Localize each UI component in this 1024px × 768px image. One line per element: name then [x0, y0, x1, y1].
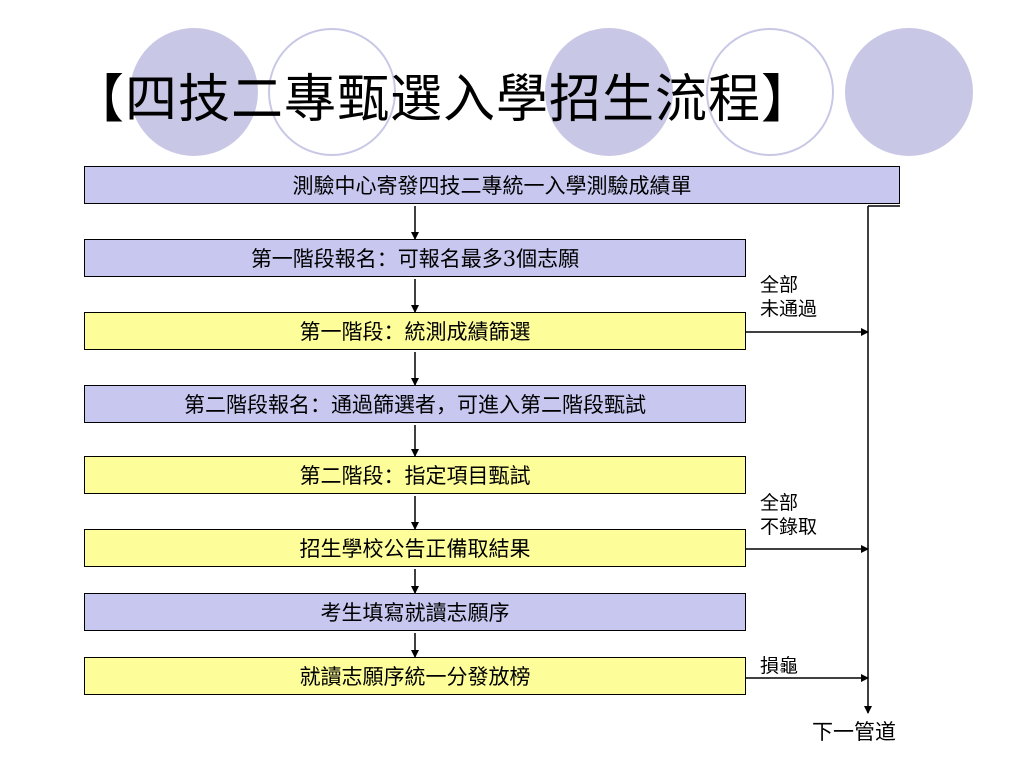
label-not-admitted-line1: 全部 — [760, 492, 799, 514]
decor-circle-5 — [845, 28, 973, 156]
page-title: 【四技二專甄選入學招生流程】 — [72, 70, 815, 130]
step-preference-ordering: 考生填寫就讀志願序 — [84, 593, 746, 631]
step-stage1-registration: 第一階段報名：可報名最多3個志願 — [84, 239, 746, 277]
label-fail-screening-line1: 全部 — [760, 274, 799, 296]
label-not-admitted: 全部 不錄取 — [760, 491, 817, 539]
decor-circle-1 — [130, 28, 258, 156]
label-next-channel: 下一管道 — [812, 720, 896, 744]
step-final-placement: 就讀志願序統一分發放榜 — [84, 657, 746, 695]
decor-circle-3 — [545, 28, 673, 156]
label-fail-screening: 全部 未通過 — [760, 273, 817, 321]
decor-circle-4 — [706, 28, 834, 156]
label-forfeit: 損龜 — [760, 655, 799, 677]
step-stage2-registration: 第二階段報名：通過篩選者，可進入第二階段甄試 — [84, 385, 746, 423]
step-results-announcement: 招生學校公告正備取結果 — [84, 529, 746, 567]
decor-circle-2 — [268, 28, 396, 156]
step-score-report: 測驗中心寄發四技二專統一入學測驗成績單 — [84, 166, 900, 204]
step-stage1-screening: 第一階段：統測成績篩選 — [84, 312, 746, 350]
label-not-admitted-line2: 不錄取 — [760, 516, 818, 538]
label-fail-screening-line2: 未通過 — [760, 298, 818, 320]
step-stage2-exam: 第二階段：指定項目甄試 — [84, 456, 746, 494]
